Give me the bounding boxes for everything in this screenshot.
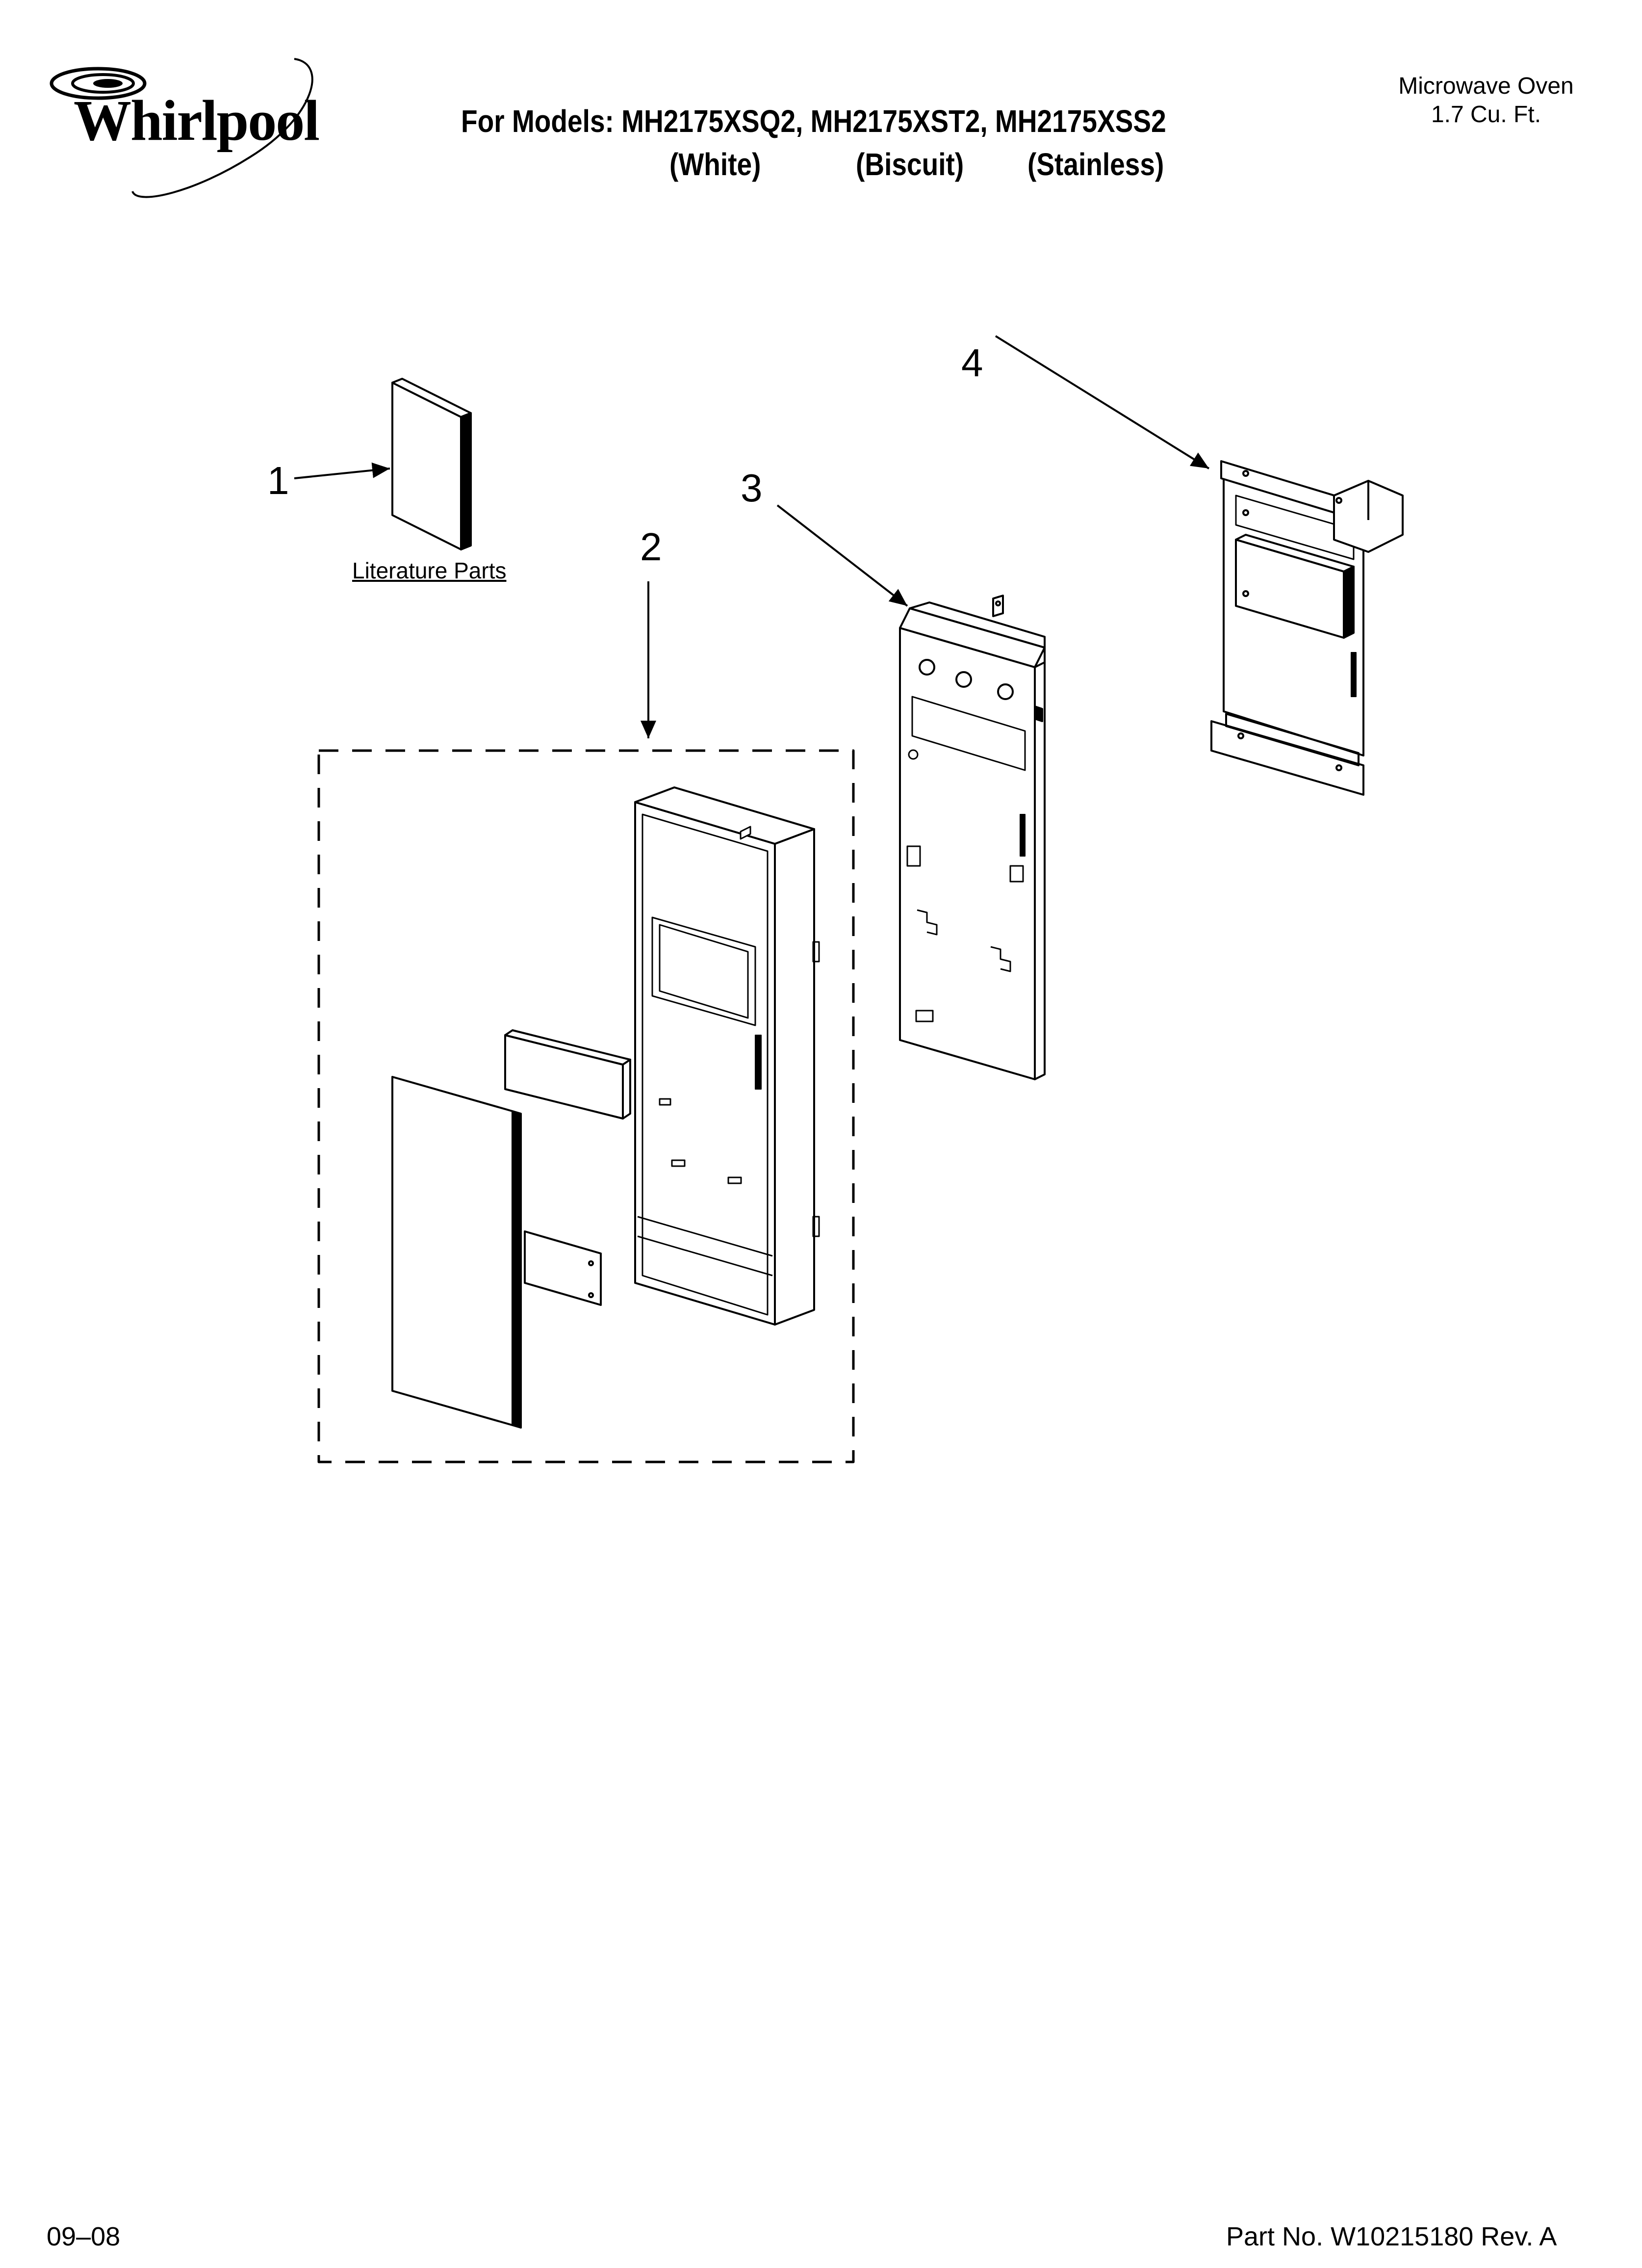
- literature-booklet: [391, 378, 472, 550]
- electronic-control-board: [1210, 460, 1404, 796]
- small-bracket: [524, 1230, 602, 1306]
- callout-3-arrow: [776, 504, 908, 607]
- variant-white: (White): [669, 147, 761, 182]
- callout-1: 1: [267, 459, 289, 502]
- callout-3: 3: [741, 466, 763, 510]
- callout-4: 4: [961, 341, 983, 385]
- product-name: Microwave Oven: [1398, 73, 1574, 99]
- literature-parts-label: Literature Parts: [352, 558, 507, 583]
- callout-1-arrow: [294, 462, 390, 479]
- part-number: Part No. W10215180 Rev. A: [1226, 2222, 1557, 2251]
- models-title: For Models: MH2175XSQ2, MH2175XST2, MH21…: [461, 104, 1166, 139]
- whirlpool-swirl-icon: [50, 58, 313, 198]
- product-capacity: 1.7 Cu. Ft.: [1431, 102, 1541, 128]
- control-panel-frame: [634, 786, 820, 1326]
- variant-stainless: (Stainless): [1027, 147, 1164, 182]
- touch-pad-overlay: [391, 1076, 522, 1429]
- callout-2: 2: [640, 525, 662, 569]
- brand-logo: Whirlpool: [74, 88, 320, 153]
- variant-biscuit: (Biscuit): [856, 147, 964, 182]
- control-panel-bracket: [899, 595, 1046, 1080]
- date-code: 09–08: [47, 2222, 121, 2251]
- callout-4-arrow: [995, 335, 1210, 469]
- display-window-insert: [504, 1029, 631, 1120]
- assembly-boundary: [317, 749, 855, 1463]
